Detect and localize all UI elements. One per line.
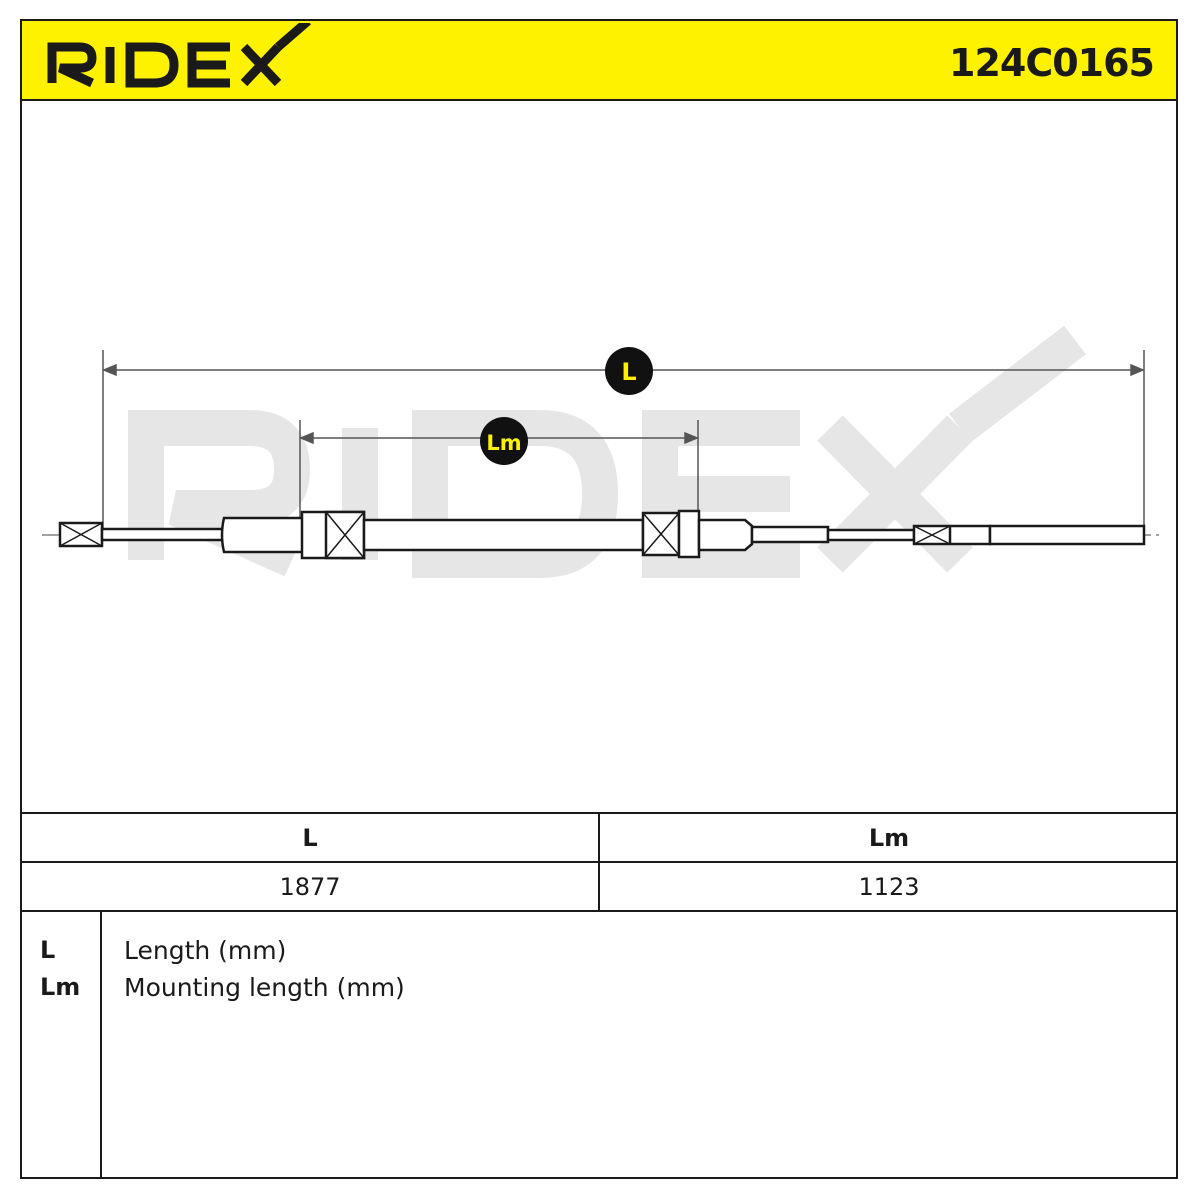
legend-keys: L Lm <box>20 912 102 1179</box>
drawing-frame <box>20 19 1178 1179</box>
legend: L Lm Length (mm) Mounting length (mm) <box>20 910 1178 1179</box>
table-divider <box>598 814 600 862</box>
dimension-L-badge: L <box>605 347 653 395</box>
watermark-logo <box>128 325 1086 578</box>
dimension-Lm-label: Lm <box>486 431 521 455</box>
table-value-row: 1877 1123 <box>20 861 1178 911</box>
table-value-Lm: 1123 <box>858 873 920 901</box>
table-header-L: L <box>302 824 318 852</box>
table-value-L: 1877 <box>279 873 341 901</box>
dimension-Lm-badge: Lm <box>480 417 528 465</box>
legend-texts: Length (mm) Mounting length (mm) <box>124 932 405 1006</box>
dimension-L-label: L <box>621 358 636 386</box>
table-divider <box>598 863 600 911</box>
legend-key-Lm: Lm <box>40 973 81 1001</box>
table-header-row: L Lm <box>20 812 1178 862</box>
ridex-logo <box>47 23 311 88</box>
cable-drawing: L Lm <box>42 325 1160 578</box>
table-header-Lm: Lm <box>868 824 910 852</box>
legend-key-L: L <box>40 936 56 964</box>
part-number: 124C0165 <box>949 41 1155 85</box>
header-bar: 124C0165 <box>20 19 1178 101</box>
cable-assembly <box>58 509 1146 560</box>
legend-text-Lm: Mounting length (mm) <box>124 973 405 1002</box>
legend-text-L: Length (mm) <box>124 936 287 965</box>
